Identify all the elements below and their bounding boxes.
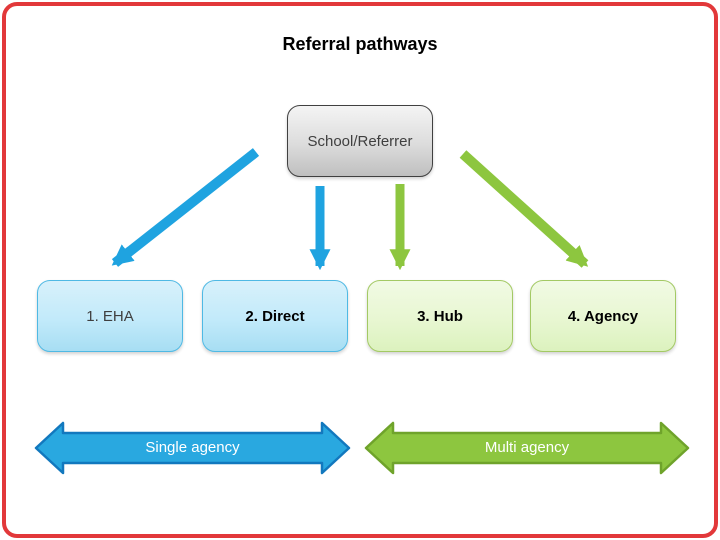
- node-label: 2. Direct: [245, 307, 305, 325]
- slide-title: Referral pathways: [282, 34, 438, 54]
- node-label: 1. EHA: [86, 307, 134, 325]
- node-direct: 2. Direct: [202, 280, 348, 352]
- arrow-school-to-agency-icon: [459, 150, 589, 268]
- arrow-school-to-eha-icon: [111, 148, 260, 267]
- multi-agency-label: Multi agency: [484, 439, 570, 456]
- node-agency: 4. Agency: [530, 280, 676, 352]
- node-label: 3. Hub: [417, 307, 463, 325]
- node-hub: 3. Hub: [367, 280, 513, 352]
- node-label: 4. Agency: [567, 307, 639, 325]
- node-label: School/Referrer: [307, 132, 413, 150]
- node-school-referrer: School/Referrer: [287, 105, 433, 177]
- single-agency-label: Single agency: [145, 439, 240, 456]
- node-eha: 1. EHA: [37, 280, 183, 352]
